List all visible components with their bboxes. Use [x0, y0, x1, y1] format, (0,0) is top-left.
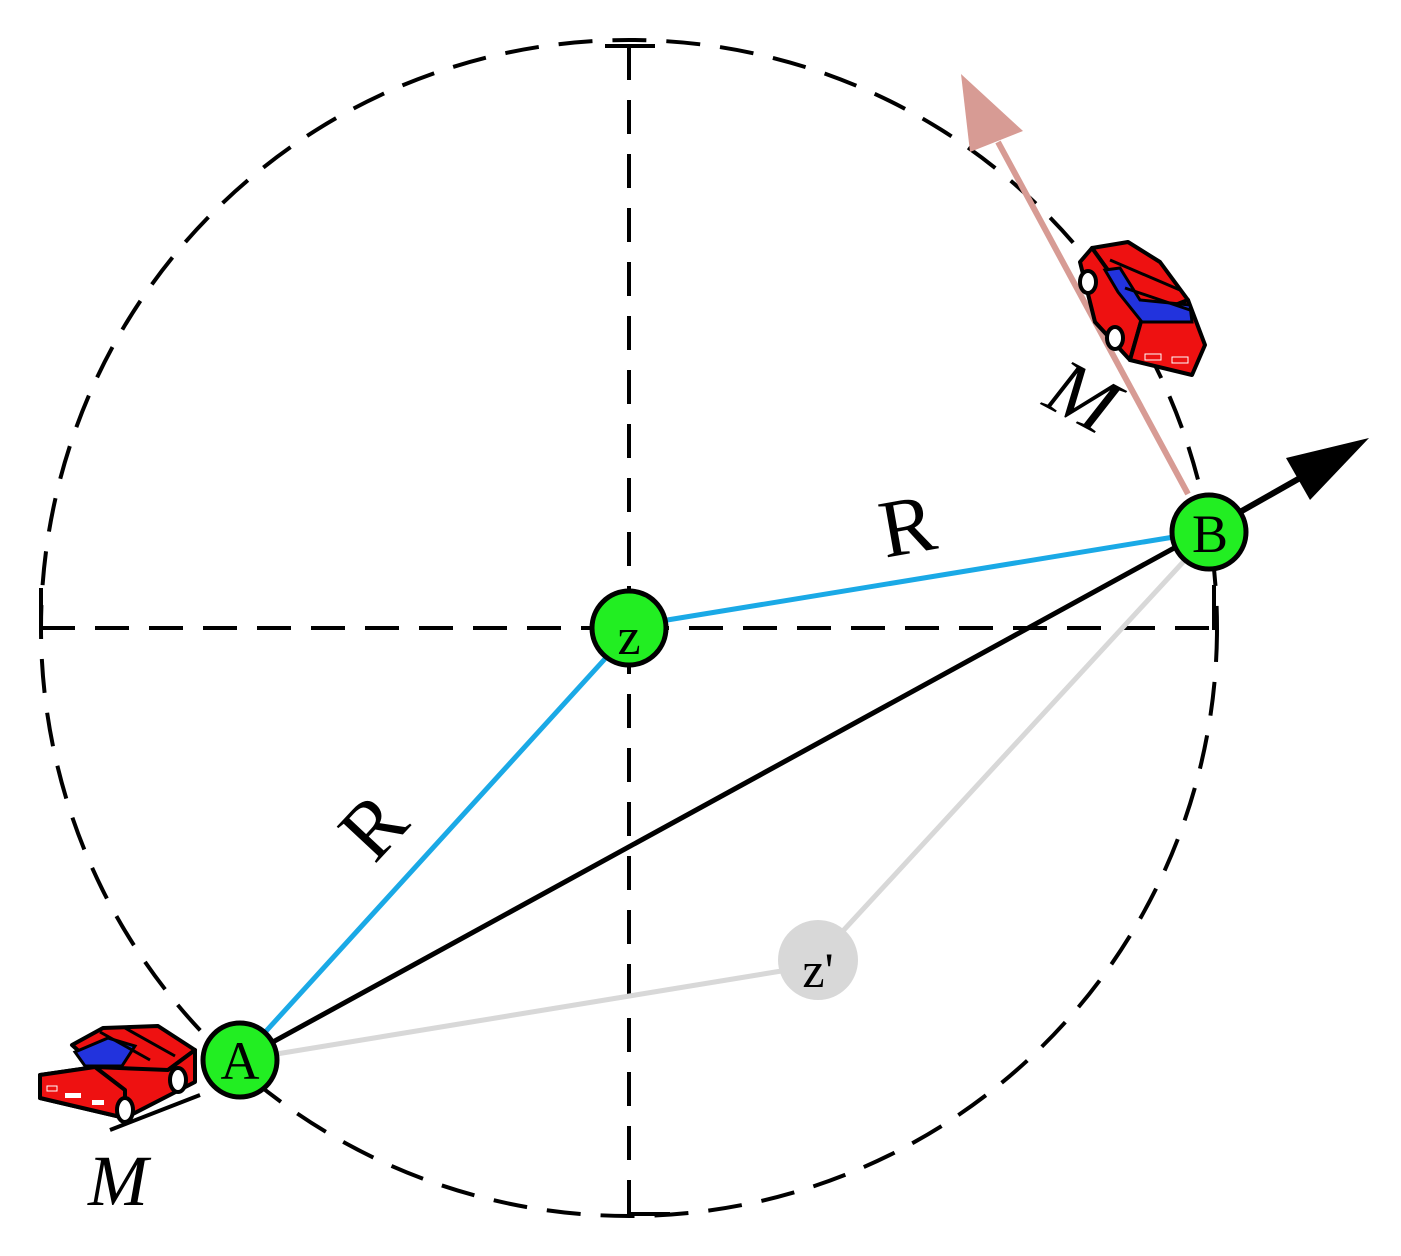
node-a-label: A [221, 1031, 260, 1091]
node-z-prime: z' [778, 920, 858, 1000]
alt-path-b [816, 558, 1187, 960]
node-b-label: B [1192, 504, 1228, 564]
radius-label-lower: R [321, 775, 425, 877]
node-z-label: z [617, 609, 640, 666]
alt-path-a [239, 962, 819, 1063]
radius-line-upper [654, 533, 1181, 625]
car-icon [38, 1024, 201, 1132]
node-z-prime-label: z' [802, 942, 833, 998]
node-a: A [200, 1020, 280, 1100]
node-z: z [589, 588, 669, 668]
arrow-right-icon [1286, 438, 1369, 500]
mass-label-a: M [87, 1141, 152, 1221]
car-icon [1078, 240, 1207, 377]
chord-ab [238, 527, 1209, 1063]
arrow-b-shaft [1238, 475, 1302, 515]
radius-label-upper: R [872, 476, 942, 575]
arrow-up-icon [961, 74, 1023, 152]
radius-line-lower [256, 648, 615, 1042]
mass-label-b: M [1031, 342, 1136, 454]
node-b: B [1169, 492, 1249, 572]
